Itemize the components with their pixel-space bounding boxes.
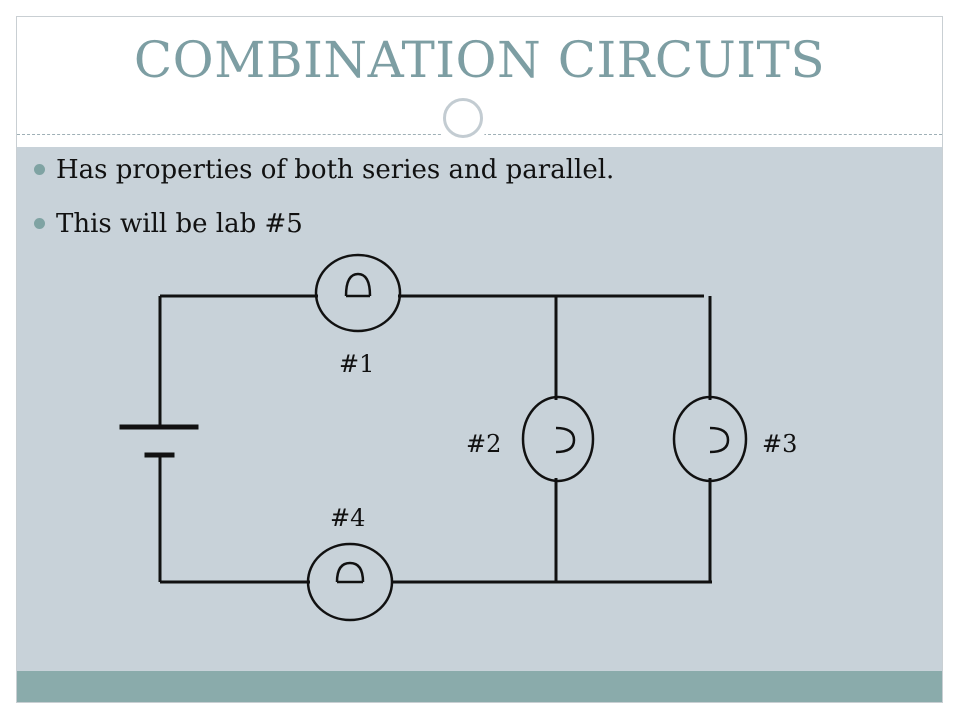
bulb-1-icon [314,253,402,333]
bulb-2-icon [521,395,595,483]
content-area [17,147,942,672]
bulb-3-label: #3 [762,430,797,458]
medallion-ring-icon [443,98,483,138]
bulb-1-label: #1 [339,350,374,378]
bullet-item-1: Has properties of both series and parall… [34,150,614,190]
footer-band [17,671,942,702]
battery-icon [119,424,199,458]
bulb-2-label: #2 [466,430,501,458]
bullet-text-2: This will be lab #5 [56,209,303,239]
slide-title: COMBINATION CIRCUITS [133,31,826,89]
bullet-text-1: Has properties of both series and parall… [56,155,615,185]
bullet-dot-icon [34,218,45,229]
bulb-4-icon [306,542,394,622]
bulb-4-label: #4 [330,504,365,532]
bulb-3-icon [672,395,748,483]
bullet-item-2: This will be lab #5 [34,204,614,244]
bullet-list: Has properties of both series and parall… [34,150,614,258]
bullet-dot-icon [34,164,45,175]
